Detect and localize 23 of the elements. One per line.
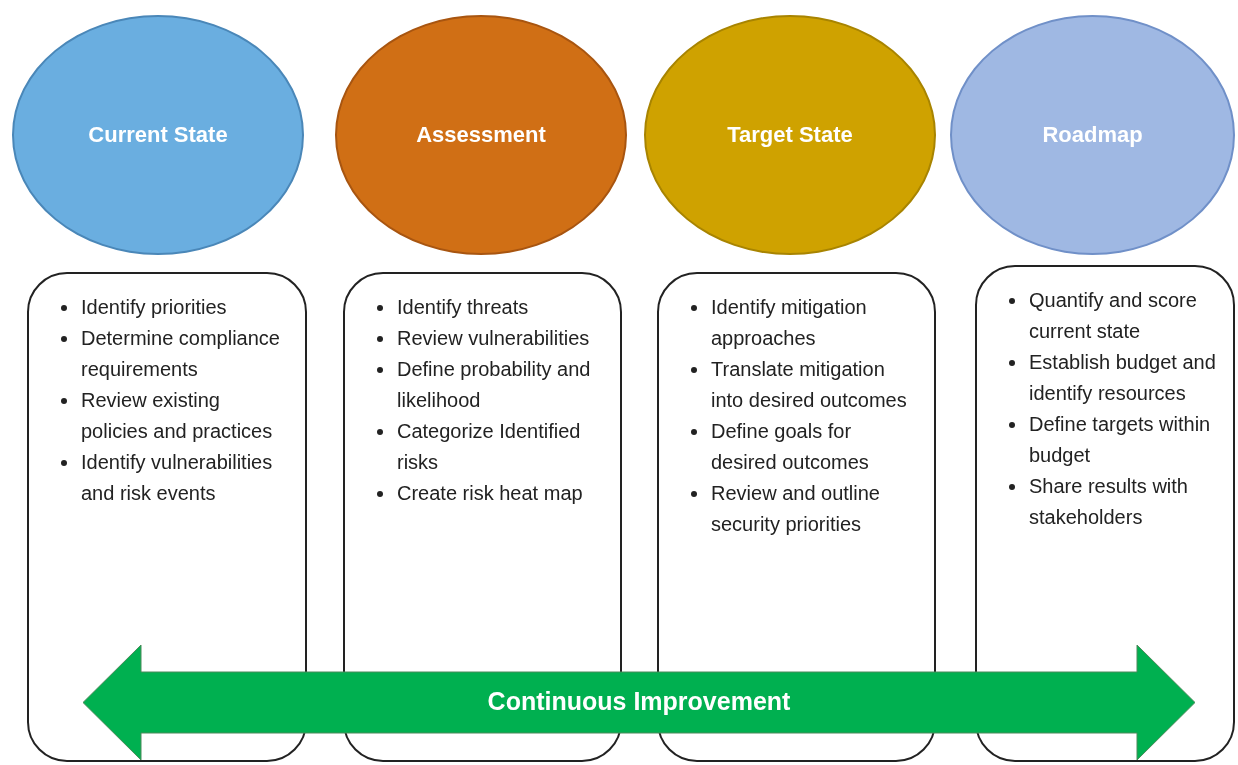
- bullet-item: Review existing policies and practices: [81, 389, 273, 442]
- bullet-item: Determine compliance requirements: [81, 327, 280, 380]
- bullet-item: Translate mitigation into desired outcomes: [711, 358, 907, 411]
- bullet-item: Create risk heat map: [397, 482, 583, 504]
- phase-title: Assessment: [416, 122, 546, 148]
- phase-title: Current State: [88, 122, 228, 148]
- bullet-item: Establish budget and identify resources: [1029, 351, 1216, 404]
- bullet-item: Categorize Identified risks: [397, 420, 581, 473]
- bullet-item: Identify priorities: [81, 296, 227, 318]
- bullet-item: Share results with stakeholders: [1029, 475, 1188, 528]
- bullet-item: Identify mitigation approaches: [711, 296, 867, 349]
- bullet-item: Review vulnerabilities: [397, 327, 590, 349]
- bullet-item: Review and outline security priorities: [711, 482, 880, 535]
- bullet-item: Define goals for desired outcomes: [711, 420, 869, 473]
- bullet-item: Identify vulnerabilities and risk events: [81, 451, 273, 504]
- phase-title: Roadmap: [1042, 122, 1143, 148]
- bullet-item: Quantify and score current state: [1029, 289, 1197, 342]
- bullet-item: Define targets within budget: [1029, 413, 1211, 466]
- bullet-item: Define probability and likelihood: [397, 358, 591, 411]
- phase-title: Target State: [727, 122, 853, 148]
- bullet-card: [27, 272, 307, 762]
- bullet-item: Identify threats: [397, 296, 529, 318]
- arrow-label: Continuous Improvement: [486, 687, 792, 716]
